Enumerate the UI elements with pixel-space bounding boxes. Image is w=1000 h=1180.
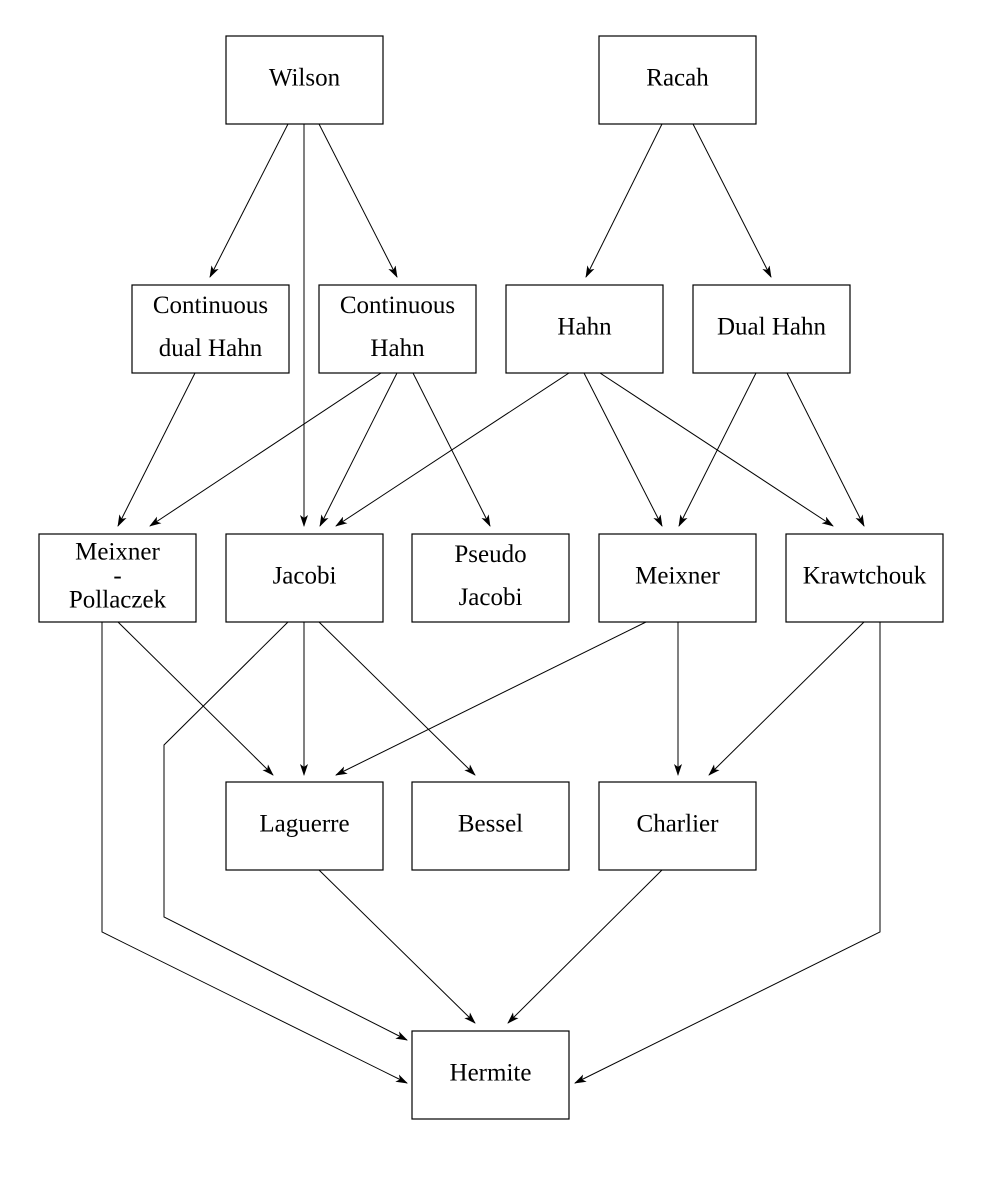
node-bessel: Bessel [411,781,570,871]
node-box-krawtchouk [785,533,944,623]
node-label-dual-hahn: Dual Hahn [717,314,826,341]
node-box-meixner-pollaczek [38,533,197,623]
edge-laguerre-to-hermite [318,869,476,1024]
node-meixner: Meixner [598,533,757,623]
node-hermite: Hermite [411,1030,570,1120]
node-label-racah: Racah [646,65,709,92]
node-box-dual-hahn [692,284,851,374]
node-continuous-dual-hahn: Continuous dual Hahn [131,284,290,374]
edge-hahn-to-meixner [583,372,663,527]
node-charlier: Charlier [598,781,757,871]
node-label-wilson: Wilson [269,65,341,92]
node-box-bessel [411,781,570,871]
edge-jacobi-to-bessel [318,621,476,776]
node-box-continuous-hahn [318,284,477,374]
node-box-continuous-dual-hahn [131,284,290,374]
node-label-pseudo-jacobi: Jacobi [459,584,523,611]
node-label-krawtchouk: Krawtchouk [803,563,927,590]
node-label-meixner-pollaczek: - [113,563,121,590]
edge-continuous-hahn-to-pseudo-jacobi [412,372,491,527]
edge-hahn-to-krawtchouk [599,372,834,527]
node-jacobi: Jacobi [225,533,384,623]
node-box-racah [598,35,757,125]
node-label-pseudo-jacobi: Pseudo [454,541,526,568]
node-box-wilson [225,35,384,125]
node-dual-hahn: Dual Hahn [692,284,851,374]
node-krawtchouk: Krawtchouk [785,533,944,623]
edge-racah-to-dual-hahn [692,123,772,278]
edge-racah-to-hahn [585,123,663,278]
node-label-charlier: Charlier [637,811,720,838]
node-box-hermite [411,1030,570,1120]
node-label-continuous-hahn: Hahn [370,335,425,362]
node-box-hahn [505,284,664,374]
edge-continuous-hahn-to-jacobi [319,372,398,527]
node-box-laguerre [225,781,384,871]
edge-meixner-pollaczek-to-laguerre [117,621,274,776]
edge-dual-hahn-to-meixner [678,372,757,527]
edge-hahn-to-jacobi [335,372,570,527]
edge-wilson-to-continuous-dual-hahn [209,123,289,278]
node-label-jacobi: Jacobi [273,563,337,590]
node-label-meixner-pollaczek: Pollaczek [69,587,167,614]
node-label-hahn: Hahn [557,314,612,341]
edge-meixner-to-laguerre [335,621,647,776]
edge-wilson-to-continuous-hahn [318,123,398,278]
node-box-meixner [598,533,757,623]
node-label-continuous-dual-hahn: dual Hahn [159,335,263,362]
node-racah: Racah [598,35,757,125]
edges [101,123,881,1084]
edge-continuous-dual-hahn-to-meixner-pollaczek [117,372,196,527]
edge-meixner-pollaczek-to-hermite [101,622,408,1084]
node-label-continuous-dual-hahn: Continuous [153,292,268,319]
edge-jacobi-to-hermite [163,621,408,1041]
node-meixner-pollaczek: Meixner-Pollaczek [38,533,197,623]
node-box-charlier [598,781,757,871]
edge-krawtchouk-to-hermite [574,622,881,1084]
node-box-pseudo-jacobi [411,533,570,623]
edge-continuous-hahn-to-meixner-pollaczek [149,372,382,527]
node-laguerre: Laguerre [225,781,384,871]
node-hahn: Hahn [505,284,664,374]
node-box-jacobi [225,533,384,623]
node-label-hermite: Hermite [450,1060,532,1087]
edge-dual-hahn-to-krawtchouk [786,372,865,527]
node-wilson: Wilson [225,35,384,125]
node-label-laguerre: Laguerre [259,811,349,838]
edge-krawtchouk-to-charlier [708,621,865,776]
node-label-meixner-pollaczek: Meixner [75,539,160,566]
node-label-continuous-hahn: Continuous [340,292,455,319]
edge-charlier-to-hermite [507,869,663,1024]
node-label-bessel: Bessel [458,811,523,838]
node-label-meixner: Meixner [635,563,720,590]
